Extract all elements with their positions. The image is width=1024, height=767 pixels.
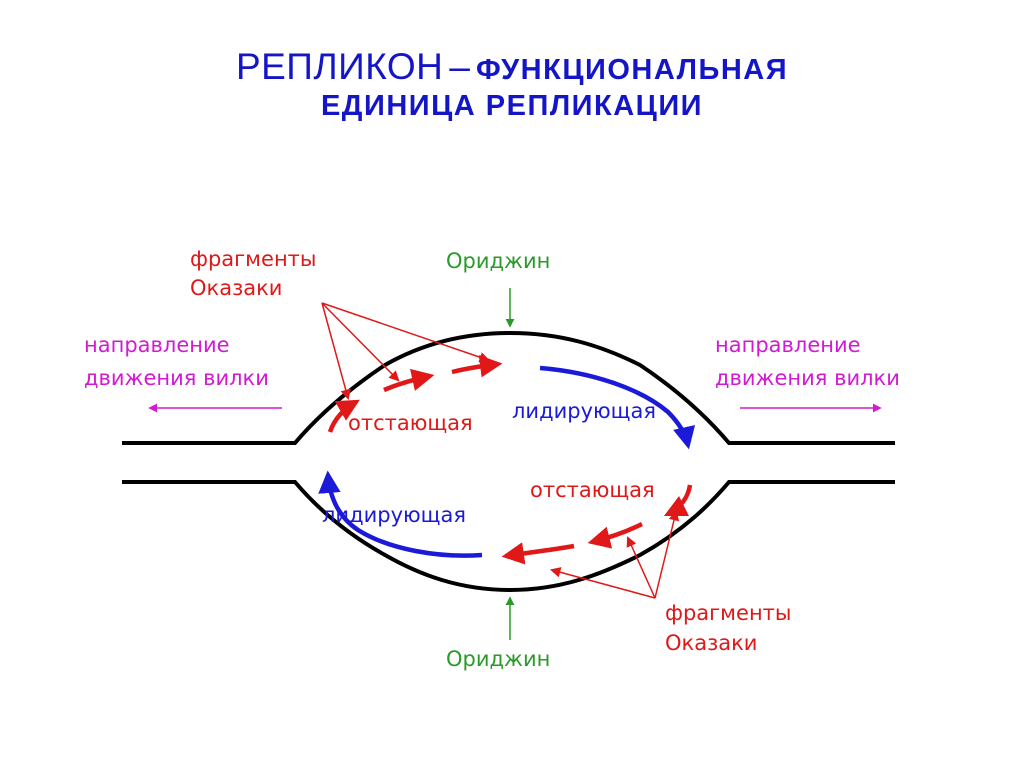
- leading-label-bottom: лидирующая: [322, 503, 466, 527]
- fork-label-right-line2: движения вилки: [715, 366, 900, 390]
- okazaki-label-top-line1: фрагменты: [190, 247, 317, 271]
- lagging-label-top: отстающая: [348, 411, 473, 435]
- okazaki-label-top-line2: Оказаки: [190, 276, 282, 300]
- lagging-label-bottom: отстающая: [530, 478, 655, 502]
- okazaki-fragment: [506, 546, 574, 556]
- okazaki-fragment: [452, 364, 498, 372]
- okazaki-fragment: [384, 376, 430, 390]
- fork-label-right-line1: направление: [715, 333, 861, 357]
- leading-label-top: лидирующая: [512, 399, 656, 423]
- okazaki-label-bottom-line1: фрагменты: [665, 601, 792, 625]
- fork-label-left-line1: направление: [84, 333, 230, 357]
- okazaki-fragment: [592, 524, 642, 542]
- okazaki-pointers-bottom: [552, 512, 676, 598]
- dna-bottom-strand: [122, 482, 895, 590]
- origin-label-bottom: Ориджин: [446, 647, 550, 671]
- okazaki-label-bottom-line2: Оказаки: [665, 631, 757, 655]
- origin-label-top: Ориджин: [446, 249, 550, 273]
- fork-label-left-line2: движения вилки: [84, 366, 269, 390]
- okazaki-fragment: [668, 485, 690, 514]
